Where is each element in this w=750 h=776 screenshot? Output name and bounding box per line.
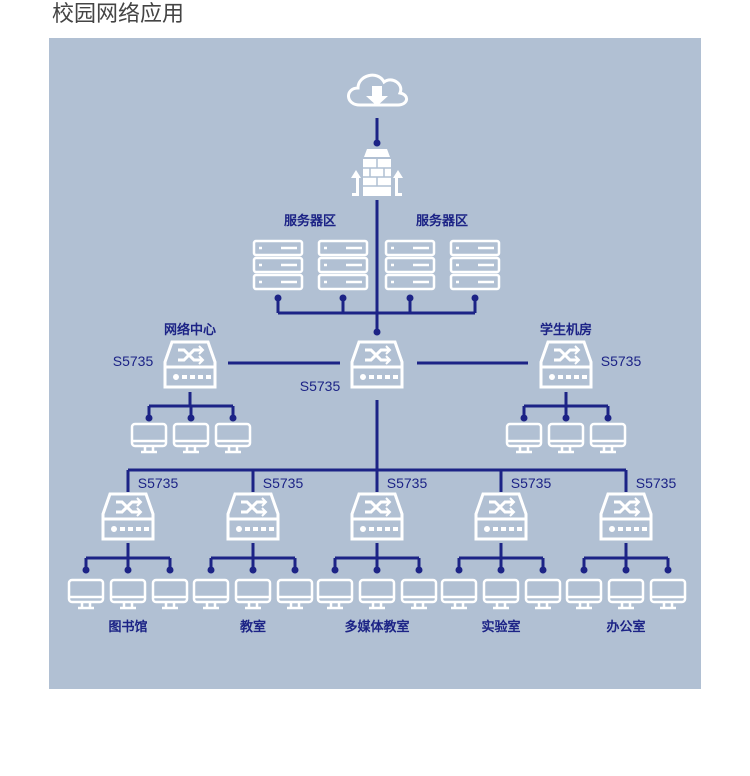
location-label: 教室 bbox=[239, 620, 267, 635]
switch-model-label: S5735 bbox=[112, 353, 154, 369]
computer-icon bbox=[649, 578, 687, 610]
connection-dot bbox=[455, 566, 463, 574]
computer-icon bbox=[505, 422, 543, 454]
server-icon bbox=[449, 239, 501, 291]
server-icon bbox=[384, 239, 436, 291]
connection-dot bbox=[406, 294, 414, 302]
connection-dot bbox=[664, 566, 672, 574]
connection-dot bbox=[373, 328, 381, 336]
location-label: 多媒体教室 bbox=[344, 620, 410, 635]
connection-dot bbox=[622, 566, 630, 574]
computer-icon bbox=[192, 578, 230, 610]
switch-icon bbox=[474, 492, 528, 541]
connection-dot bbox=[274, 294, 282, 302]
server-zone-label: 服务器区 bbox=[415, 214, 469, 229]
student-lab-label: 学生机房 bbox=[539, 323, 593, 338]
computer-icon bbox=[234, 578, 272, 610]
connection-dot bbox=[562, 414, 570, 422]
firewall-icon bbox=[351, 149, 403, 196]
connection-dot bbox=[207, 566, 215, 574]
switch-model-label: S5735 bbox=[386, 475, 428, 491]
switch-icon bbox=[350, 492, 404, 541]
computer-icon bbox=[400, 578, 438, 610]
switch-model-label: S5735 bbox=[137, 475, 179, 491]
cloud-download-icon bbox=[347, 73, 408, 107]
switch-model-label: S5735 bbox=[510, 475, 552, 491]
connection-dot bbox=[497, 566, 505, 574]
location-label: 办公室 bbox=[606, 620, 646, 635]
connection-dot bbox=[539, 566, 547, 574]
connection-dot bbox=[373, 566, 381, 574]
switch-model-label: S5735 bbox=[262, 475, 304, 491]
computer-icon bbox=[607, 578, 645, 610]
connection-dot bbox=[187, 414, 195, 422]
server-zone-label: 服务器区 bbox=[283, 214, 337, 229]
switch-icon bbox=[101, 492, 155, 541]
computer-icon bbox=[547, 422, 585, 454]
connection-dot bbox=[520, 414, 528, 422]
computer-icon bbox=[214, 422, 252, 454]
computer-icon bbox=[130, 422, 168, 454]
connection-dot bbox=[580, 566, 588, 574]
computer-icon bbox=[589, 422, 627, 454]
switch-model-label: S5735 bbox=[299, 378, 341, 394]
switch-icon bbox=[163, 340, 217, 389]
computer-icon bbox=[67, 578, 105, 610]
connection-dot bbox=[339, 294, 347, 302]
computer-icon bbox=[358, 578, 396, 610]
connection-dot bbox=[373, 139, 381, 147]
computer-icon bbox=[482, 578, 520, 610]
computer-icon bbox=[172, 422, 210, 454]
connection-dot bbox=[82, 566, 90, 574]
computer-icon bbox=[316, 578, 354, 610]
switch-model-label: S5735 bbox=[635, 475, 677, 491]
switch-icon bbox=[350, 340, 404, 389]
connection-dot bbox=[124, 566, 132, 574]
computer-icon bbox=[524, 578, 562, 610]
connection-dot bbox=[331, 566, 339, 574]
connection-dot bbox=[415, 566, 423, 574]
page-title: 校园网络应用 bbox=[52, 2, 185, 27]
location-label: 图书馆 bbox=[108, 620, 148, 635]
connection-dot bbox=[604, 414, 612, 422]
switch-icon bbox=[599, 492, 653, 541]
location-label: 实验室 bbox=[481, 620, 521, 635]
switch-model-label: S5735 bbox=[600, 353, 642, 369]
connection-dot bbox=[145, 414, 153, 422]
connection-dot bbox=[249, 566, 257, 574]
computer-icon bbox=[151, 578, 189, 610]
switch-icon bbox=[226, 492, 280, 541]
computer-icon bbox=[565, 578, 603, 610]
connection-dot bbox=[471, 294, 479, 302]
connection-dot bbox=[229, 414, 237, 422]
computer-icon bbox=[276, 578, 314, 610]
server-icon bbox=[317, 239, 369, 291]
network-center-label: 网络中心 bbox=[163, 323, 217, 338]
computer-icon bbox=[440, 578, 478, 610]
switch-icon bbox=[539, 340, 593, 389]
computer-icon bbox=[109, 578, 147, 610]
server-icon bbox=[252, 239, 304, 291]
connection-dot bbox=[291, 566, 299, 574]
connection-dot bbox=[166, 566, 174, 574]
